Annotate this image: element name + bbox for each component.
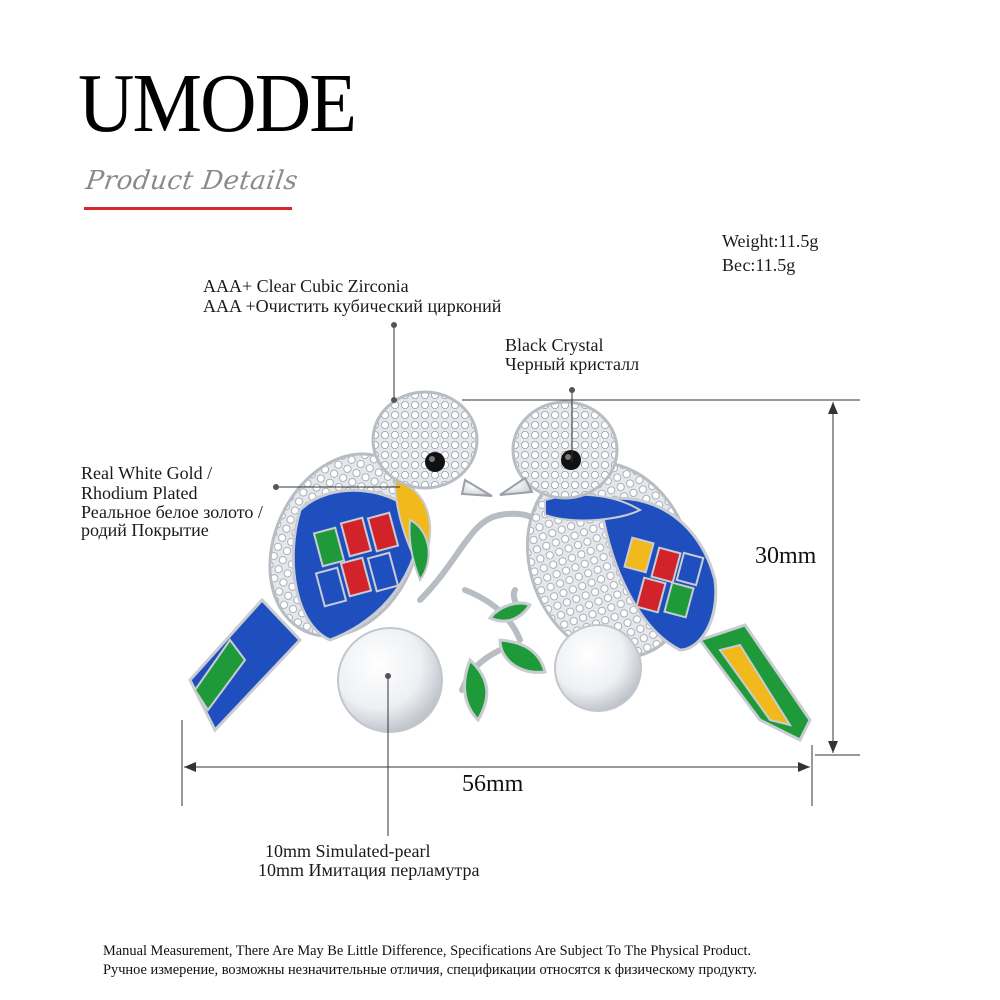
plating-label-4: родий Покрытие — [81, 520, 209, 540]
small-pearl-icon — [554, 624, 642, 712]
left-bird — [188, 390, 493, 733]
footer-note-en: Manual Measurement, There Are May Be Lit… — [103, 943, 752, 959]
pearl-label-en: 10mm Simulated-pearl — [265, 841, 431, 861]
footer-note-ru: Ручное измерение, возможны незначительны… — [103, 962, 757, 978]
leaf-icon — [463, 601, 547, 723]
brand-logo: UMODE — [78, 57, 357, 150]
plating-label-1: Real White Gold / — [81, 463, 213, 483]
zirconia-label-en: AAA+ Clear Cubic Zirconia — [203, 276, 409, 296]
height-dimension: 30mm — [755, 543, 817, 569]
plating-label-2: Rhodium Plated — [81, 483, 198, 503]
heading-underline — [84, 207, 292, 210]
plating-label-3: Реальное белое золото / — [81, 502, 263, 522]
callout-lines — [273, 322, 575, 836]
large-pearl-icon — [337, 627, 443, 733]
pearl-label-ru: 10mm Имитация перламутра — [258, 860, 480, 880]
crystal-label-en: Black Crystal — [505, 335, 604, 355]
weight-label-ru: Вес:11.5g — [722, 255, 796, 275]
right-bird — [499, 400, 812, 743]
width-dimension: 56mm — [462, 771, 524, 797]
black-crystal-eye-icon — [425, 452, 445, 472]
dimension-lines — [181, 399, 860, 806]
crystal-label-ru: Черный кристалл — [505, 354, 640, 374]
zirconia-label-ru: AAA +Очистить кубический цирконий — [203, 296, 502, 316]
weight-label-en: Weight:11.5g — [722, 231, 819, 251]
